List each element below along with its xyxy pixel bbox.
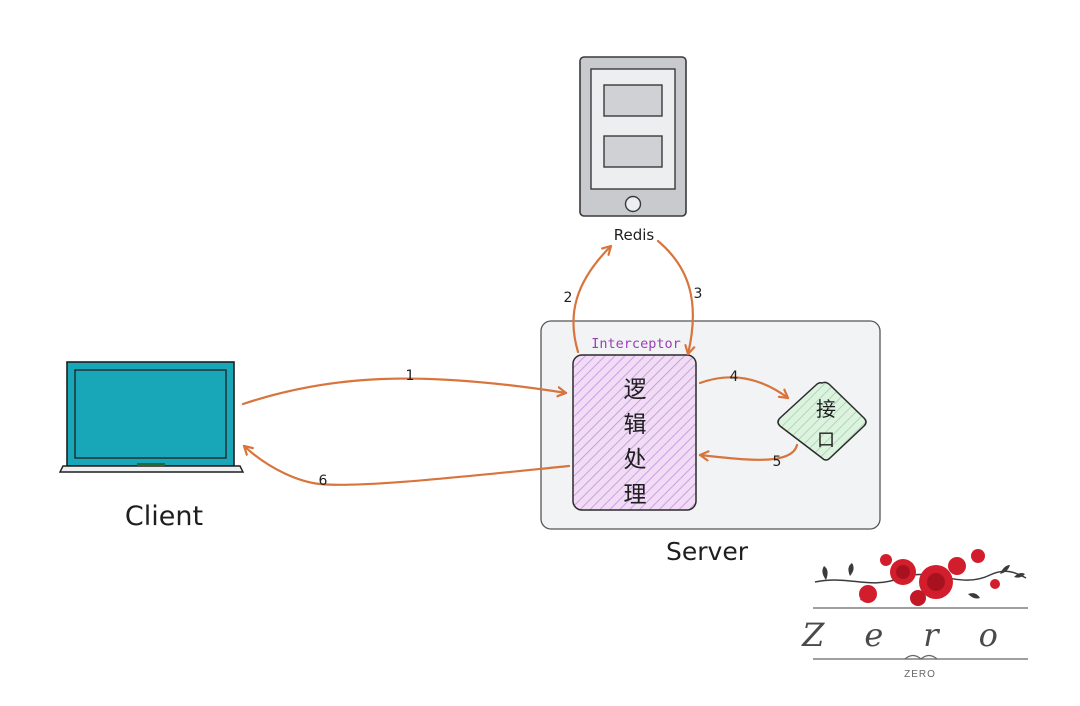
- logic-char-1: 逻: [624, 377, 647, 403]
- zero-watermark-logo: Zero ZERO: [801, 549, 1038, 680]
- edge-4-label: 4: [730, 369, 739, 385]
- api-char-2: 口: [817, 430, 835, 451]
- watermark-word: Zero: [801, 616, 1038, 654]
- edge-6-arrow: [242, 444, 571, 486]
- edge-6-label: 6: [319, 473, 328, 489]
- logic-char-3: 处: [624, 447, 647, 473]
- server-label: Server: [666, 537, 749, 566]
- edge-5-label: 5: [773, 454, 782, 470]
- edge-3-label: 3: [694, 286, 703, 302]
- edge-4-arrow: [698, 376, 790, 400]
- watermark-caption: ZERO: [904, 669, 936, 680]
- laptop-icon: [58, 361, 245, 473]
- logic-char-2: 辑: [624, 412, 647, 438]
- api-char-1: 接: [816, 397, 836, 421]
- logic-char-4: 理: [624, 482, 647, 508]
- rose-icon: [859, 549, 1000, 606]
- redis-device-icon: [579, 56, 687, 217]
- redis-label: Redis: [614, 226, 655, 244]
- logic-processing-box: [572, 354, 697, 511]
- edge-2-label: 2: [564, 290, 573, 306]
- edge-1-arrow: [241, 377, 568, 406]
- edge-3-arrow: [656, 239, 693, 356]
- client-label: Client: [125, 501, 203, 532]
- interceptor-label: Interceptor: [591, 336, 680, 352]
- api-diamond: [777, 381, 867, 461]
- edge-5-arrow: [698, 443, 799, 460]
- edge-1-label: 1: [406, 368, 415, 384]
- edge-2-arrow: [572, 244, 613, 354]
